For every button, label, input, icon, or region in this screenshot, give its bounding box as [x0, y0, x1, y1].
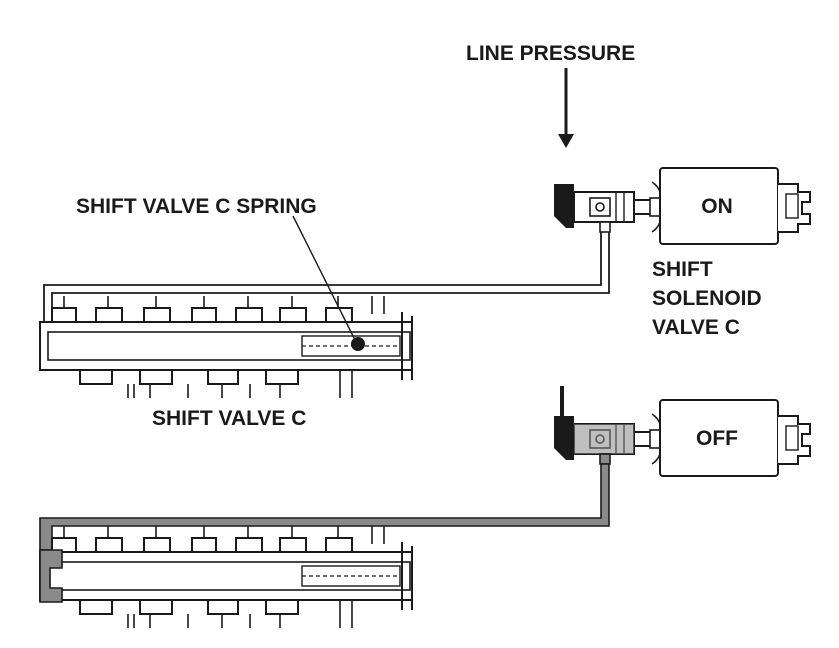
shift-valve-spring-label: SHIFT VALVE C SPRING — [76, 195, 317, 218]
solenoid-state-off: OFF — [696, 427, 738, 450]
solenoid-label-line1: SHIFT — [652, 258, 713, 281]
spring-leader-line — [292, 215, 356, 341]
solenoid-label-line2: SOLENOID — [652, 287, 762, 310]
solenoid-label-line3: VALVE C — [652, 316, 740, 339]
shift-valve-on — [39, 295, 413, 399]
spool-valve-icon — [39, 525, 413, 629]
arrow-head — [558, 134, 574, 148]
check-ball-icon — [351, 337, 365, 351]
solenoid-valve-icon — [553, 167, 811, 245]
shift-valve-off — [39, 525, 413, 629]
solenoid-state-on: ON — [701, 195, 733, 218]
line-pressure-label: LINE PRESSURE — [466, 42, 635, 65]
shift-valve-label: SHIFT VALVE C — [152, 407, 306, 430]
